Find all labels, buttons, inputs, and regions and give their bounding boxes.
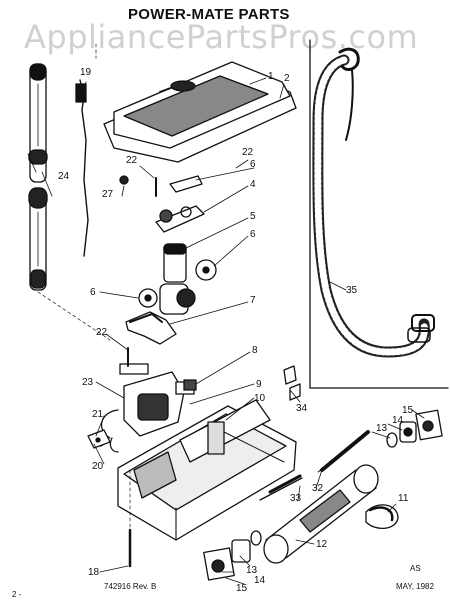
base-housing [117, 399, 297, 541]
hose-box-outline [309, 39, 449, 389]
callout-23: 23 [82, 377, 94, 388]
callout-3: 6 [250, 159, 256, 170]
callout-1: 1 [268, 71, 274, 82]
page-title: POWER-MATE PARTS [128, 6, 290, 23]
callout-20: 20 [92, 461, 104, 472]
callout-13a: 13 [376, 423, 388, 434]
revision-code: 742916 Rev. B [104, 582, 157, 591]
callout-18: 18 [88, 567, 100, 578]
part-number-label [182, 26, 185, 36]
callout-5: 5 [250, 211, 256, 222]
screws [119, 175, 157, 568]
callout-19: 19 [80, 67, 92, 78]
callout-6a: 6 [250, 229, 256, 240]
section-label: AS [410, 564, 421, 573]
callout-15a: 15 [402, 405, 414, 416]
callout-34: 34 [296, 403, 308, 414]
callout-7: 7 [250, 295, 256, 306]
motor-assembly [101, 363, 197, 453]
callout-22a: 22 [126, 155, 138, 166]
brush-roll [259, 430, 379, 564]
cord-illustration [75, 79, 89, 257]
height-adjuster [87, 429, 111, 449]
callout-32: 32 [312, 483, 324, 494]
page-mark: 2 - [12, 590, 22, 599]
callout-2: 2 [284, 73, 290, 84]
callout-9: 9 [256, 379, 262, 390]
callout-13b: 13 [246, 565, 258, 576]
callout-14a: 14 [392, 415, 404, 426]
assembly-guide [37, 43, 131, 531]
callout-11: 11 [398, 493, 409, 504]
callout-12: 12 [316, 539, 328, 550]
callout-22b: 22 [242, 147, 254, 158]
callout-8: 8 [252, 345, 258, 356]
callout-10: 10 [254, 393, 266, 404]
callout-33: 33 [290, 493, 302, 504]
bracket-parts [155, 175, 205, 233]
callout-22c: 22 [96, 327, 108, 338]
callout-27: 27 [102, 189, 114, 200]
callout-24: 24 [58, 171, 70, 182]
callout-21: 21 [92, 409, 104, 420]
handle-tube-lower [28, 187, 48, 291]
revision-date: MAY, 1982 [396, 582, 434, 591]
handle-tube-upper [28, 63, 48, 183]
end-caps-right [386, 409, 443, 448]
callout-6b: 6 [90, 287, 96, 298]
hood-cover [103, 61, 297, 163]
callout-35: 35 [346, 285, 358, 296]
callout-15b: 15 [236, 583, 248, 594]
leader-lines [27, 77, 425, 585]
brush-roll-drive [138, 243, 217, 315]
hose-illustration [312, 47, 435, 358]
callout-14b: 14 [254, 575, 266, 586]
latch [283, 365, 301, 401]
drive-belt [365, 504, 399, 529]
callout-4: 4 [250, 179, 256, 190]
belt-guard [125, 311, 177, 345]
